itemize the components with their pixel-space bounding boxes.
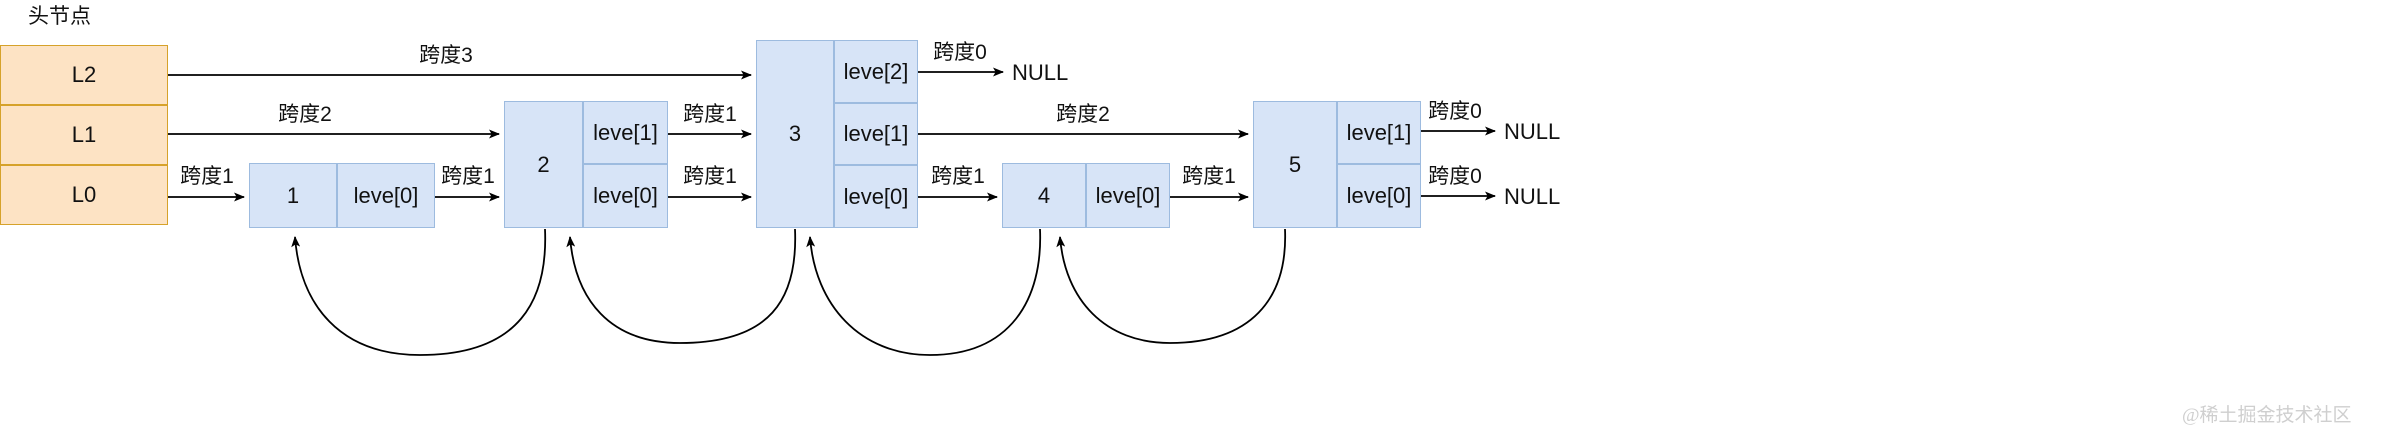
node-4-value: 4 (1002, 163, 1086, 228)
span-label-l0-node1-to-node2: 跨度1 (441, 165, 495, 188)
span-label-l1-node2-to-node3: 跨度1 (683, 103, 737, 126)
node-1-level-0: leve[0] (337, 163, 435, 228)
node-5-value: 5 (1253, 101, 1337, 228)
node-3-level-1: leve[1] (834, 103, 918, 165)
null-terminal-l2: NULL (1012, 60, 1069, 85)
node-5-level-1: leve[1] (1337, 101, 1421, 164)
span-label-l0-head-to-node1: 跨度1 (180, 165, 234, 188)
node-3-level-2: leve[2] (834, 40, 918, 103)
span-label-l0-node2-to-node3: 跨度1 (683, 165, 737, 188)
head-node-title: 头节点 (28, 5, 91, 28)
node-2-level-1: leve[1] (583, 101, 668, 164)
head-level-l1: L1 (0, 105, 168, 165)
curve-back-node4-to-node3 (806, 228, 1042, 356)
span-label-l0-node5-to-null: 跨度0 (1428, 165, 1482, 188)
node-3-value: 3 (756, 40, 834, 228)
span-label-l0-node3-to-node4: 跨度1 (931, 165, 985, 188)
span-label-l1-node5-to-null: 跨度0 (1428, 100, 1482, 123)
head-level-l2: L2 (0, 45, 168, 105)
span-label-l1-node3-to-node5: 跨度2 (1056, 103, 1110, 126)
curve-back-node5-to-node4 (1056, 228, 1286, 344)
curve-back-node2-to-node1 (291, 228, 547, 356)
node-4-level-0: leve[0] (1086, 163, 1170, 228)
node-5-level-0: leve[0] (1337, 164, 1421, 228)
head-level-l0: L0 (0, 165, 168, 225)
null-terminal-l0: NULL (1504, 184, 1561, 209)
span-label-l2-node3-to-null: 跨度0 (933, 41, 987, 64)
watermark: @稀土掘金技术社区 (2182, 405, 2352, 426)
span-label-l2-head-to-node3: 跨度3 (419, 44, 473, 67)
span-label-l0-node4-to-node5: 跨度1 (1182, 165, 1236, 188)
span-label-l1-head-to-node2: 跨度2 (278, 103, 332, 126)
curve-back-node3-to-node2 (566, 228, 797, 344)
node-2-value: 2 (504, 101, 583, 228)
null-terminal-l1: NULL (1504, 119, 1561, 144)
node-2-level-0: leve[0] (583, 164, 668, 228)
node-3-level-0: leve[0] (834, 165, 918, 228)
node-1-value: 1 (249, 163, 337, 228)
